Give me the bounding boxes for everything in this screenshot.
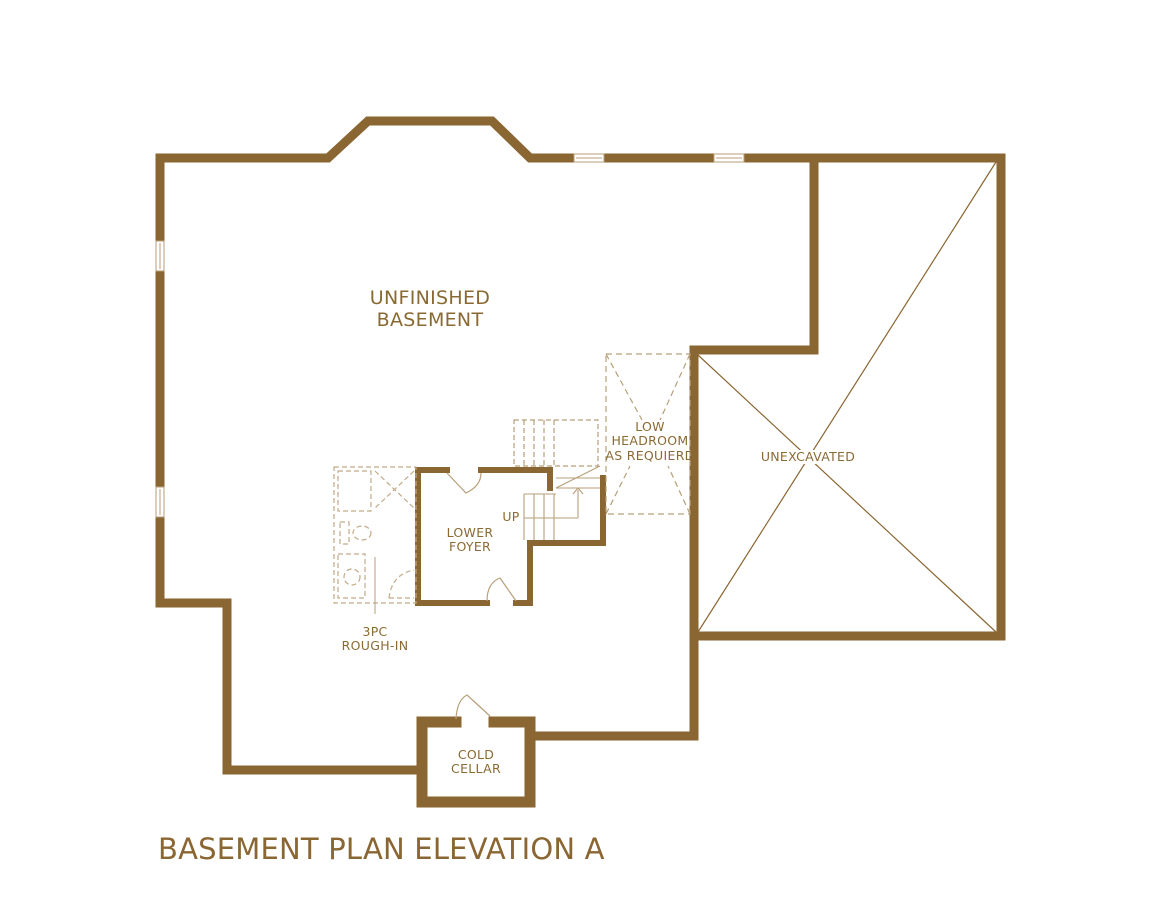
doors	[446, 472, 517, 720]
stairs-up-label: UP	[502, 509, 520, 524]
room-label-low-headroom: LOW HEADROOM AS REQUIERD	[600, 419, 700, 463]
exterior-wall-left	[155, 153, 423, 775]
room-label-line: LOW	[635, 419, 665, 434]
low-headroom-outline	[605, 353, 691, 515]
lower-foyer-wall	[415, 467, 490, 606]
room-label-lower-foyer: LOWER FOYER	[430, 525, 510, 555]
room-label-unfinished-basement: UNFINISHED BASEMENT	[340, 287, 520, 332]
upper-stairs-dashed	[513, 419, 599, 467]
room-label-line: 3PC	[362, 624, 388, 639]
windows	[155, 153, 745, 518]
unexcavated-wall	[689, 153, 819, 641]
unexcavated-cross	[697, 161, 997, 633]
room-label-rough-in: 3PC ROUGH-IN	[330, 624, 420, 654]
exterior-wall	[155, 116, 1006, 741]
stair-treads	[523, 465, 601, 540]
room-label-unexcavated: UNEXCAVATED	[748, 449, 868, 465]
plan-title: BASEMENT PLAN ELEVATION A	[158, 832, 605, 866]
room-label-line: HEADROOM	[611, 433, 689, 449]
room-label-cold-cellar: COLD CELLAR	[432, 747, 520, 777]
room-label-line: UNFINISHED	[369, 287, 491, 309]
room-label-line: BASEMENT	[376, 308, 484, 331]
room-label-line: FOYER	[448, 539, 492, 555]
room-label-line: CELLAR	[451, 761, 501, 777]
room-label-line: LOWER	[446, 525, 494, 540]
room-label-line: COLD	[457, 747, 495, 762]
room-label-line: AS REQUIERD	[605, 447, 695, 463]
room-label-line: ROUGH-IN	[341, 638, 409, 654]
cold-cellar-wall	[416, 716, 536, 808]
